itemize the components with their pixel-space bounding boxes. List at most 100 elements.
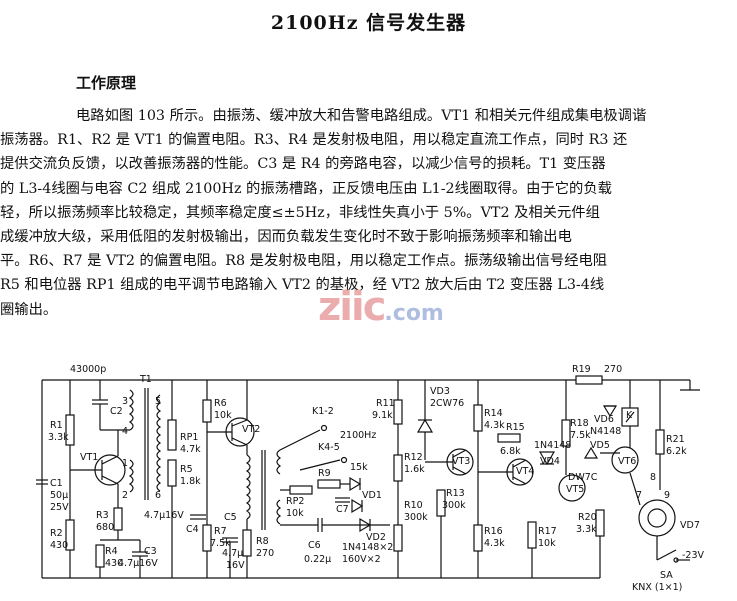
label-vd2: VD2 [366,532,386,543]
label-k45: K4-5 [318,442,340,453]
label-vt6: VT6 [618,456,637,467]
label-r3: R3 [96,510,109,521]
label-vt1: VT1 [80,452,99,463]
label-k: K [626,410,633,421]
circuit-labels: 43000p T1 R1 3.3k C2 VT1 C1 50μ 25V R2 4… [0,360,737,601]
label-n2: 2 [122,490,129,501]
label-r11-value: 9.1k [372,410,393,421]
body-paragraph: 电路如图 103 所示。由振荡、缓冲放大和告警电路组成。VT1 和相关元件组成集… [0,104,706,322]
label-c1: C1 [50,478,63,489]
label-r14: R14 [484,408,503,419]
label-vd7: VD7 [680,520,700,531]
label-r1: R1 [50,420,63,431]
paragraph-line: 的 L3-4线圈与电容 C2 组成 2100Hz 的振荡槽路，正反馈电压由 L1… [0,180,612,197]
page-title: 2100Hz 信号发生器 [270,12,467,34]
label-n5: 5 [155,396,162,407]
label-c6-value: 0.22μ [304,554,332,565]
label-sa: SA [660,570,673,581]
label-vd6: VD6 [594,414,614,425]
label-15k: 15k [350,462,368,473]
label-r1-value: 3.3k [48,432,69,443]
label-c3: C3 [144,546,157,557]
label-r5: R5 [180,464,193,475]
label-r10-value: 300k [404,512,428,523]
label-vd4-type: 1N4148 [534,440,572,451]
label-r16: R16 [484,526,503,537]
paragraph-line: 成缓冲放大级，采用低阻的发射极输出，因而负载发生变化时不致于影响振荡频率和输出电 [0,229,572,246]
label-r19: R19 [572,364,591,375]
label-pin8: 8 [650,472,657,483]
label-vt4: VT4 [516,466,535,477]
label-knx: KNX (1×1) [632,582,683,593]
label-minus23v: -23V [682,550,705,561]
label-c6: C6 [308,540,321,551]
label-vt3: VT3 [452,456,471,467]
label-r8: R8 [256,536,269,547]
label-c4-value: 4.7μ16V [144,510,184,521]
label-c5-value1: 4.7μ [222,548,244,559]
label-r19-value: 270 [604,364,623,375]
paragraph-line: 振荡器。R1、R2 是 VT1 的偏置电阻。R3、R4 是发射极电阻，用以稳定直… [0,132,628,149]
label-r10: R10 [404,500,423,511]
section-heading: 工作原理 [76,74,137,92]
label-vd12: 1N4148×2 [342,542,394,553]
label-vt2: VT2 [242,424,261,435]
label-r21-value: 6.2k [666,446,687,457]
label-vd5-value: DW7C [568,472,598,483]
label-n1: 1 [122,458,129,469]
label-r18: R18 [570,418,589,429]
label-r11: R11 [376,398,395,409]
label-c4: C4 [186,524,199,535]
label-rp2: RP2 [286,496,305,507]
label-r13-value: 300k [442,500,466,511]
label-rp1: RP1 [180,432,199,443]
label-r15-value: 6.8k [500,446,521,457]
label-n4: 4 [122,426,129,437]
paragraph-line: 圈输出。 [0,301,58,318]
label-r12-value: 1.6k [404,464,425,475]
label-r12: R12 [404,452,423,463]
label-r5-value: 1.8k [180,476,201,487]
label-c5-value2: 16V [226,560,245,571]
label-rp1-value: 4.7k [180,444,201,455]
label-rp2-value: 10k [286,508,304,519]
label-n3: 3 [122,396,129,407]
label-r4-value: 430 [105,558,124,569]
label-r21: R21 [666,434,685,445]
label-vt5: VT5 [566,484,585,495]
label-c1-value2: 25V [50,502,69,513]
label-vd3: VD3 [430,386,450,397]
label-pin7: 7 [636,490,643,501]
label-r17-value: 10k [538,538,556,549]
label-r9: R9 [318,468,331,479]
label-vd4: VD4 [540,456,560,467]
label-c3-value: 4.7μ16V [118,558,158,569]
label-c7: C7 [336,504,349,515]
label-r6: R6 [214,398,227,409]
label-2100hz: 2100Hz [340,430,377,441]
label-pin9: 9 [664,490,671,501]
paragraph-line: 提供交流负反馈，以改善振荡器的性能。C3 是 R4 的旁路电容，以减少信号的损耗… [0,156,606,173]
label-c5: C5 [224,512,237,523]
label-r7-value: 7.5k [210,538,231,549]
label-r15: R15 [506,422,525,433]
paragraph-line: 电路如图 103 所示。由振荡、缓冲放大和告警电路组成。VT1 和相关元件组成集… [76,108,647,124]
label-c1-value1: 50μ [50,490,69,501]
label-r8-value: 270 [256,548,275,559]
label-r20-value: 3.3k [576,524,597,535]
label-vd1: VD1 [362,490,382,501]
label-r13: R13 [446,488,465,499]
paragraph-line: 轻，所以振荡频率比较稳定，其频率稳定度≤±5Hz，非线性失真小于 5%。VT2 … [0,204,600,221]
label-r6-value: 10k [214,410,232,421]
label-r2-value: 430 [50,540,69,551]
label-vd3-value: 2CW76 [430,398,465,409]
label-160v: 160V×2 [342,554,381,565]
label-r14-value: 4.3k [484,420,505,431]
label-c2-top: 43000p [70,364,107,375]
label-vd5: VD5 [590,440,610,451]
watermark-logo: ziic.com [318,284,444,330]
label-c2: C2 [110,406,123,417]
paragraph-line: 平。R6、R7 是 VT2 的偏置电阻。R8 是发射极电阻，用以稳定工作点。振荡… [0,253,608,270]
label-r4: R4 [105,546,118,557]
label-k12: K1-2 [312,406,334,417]
